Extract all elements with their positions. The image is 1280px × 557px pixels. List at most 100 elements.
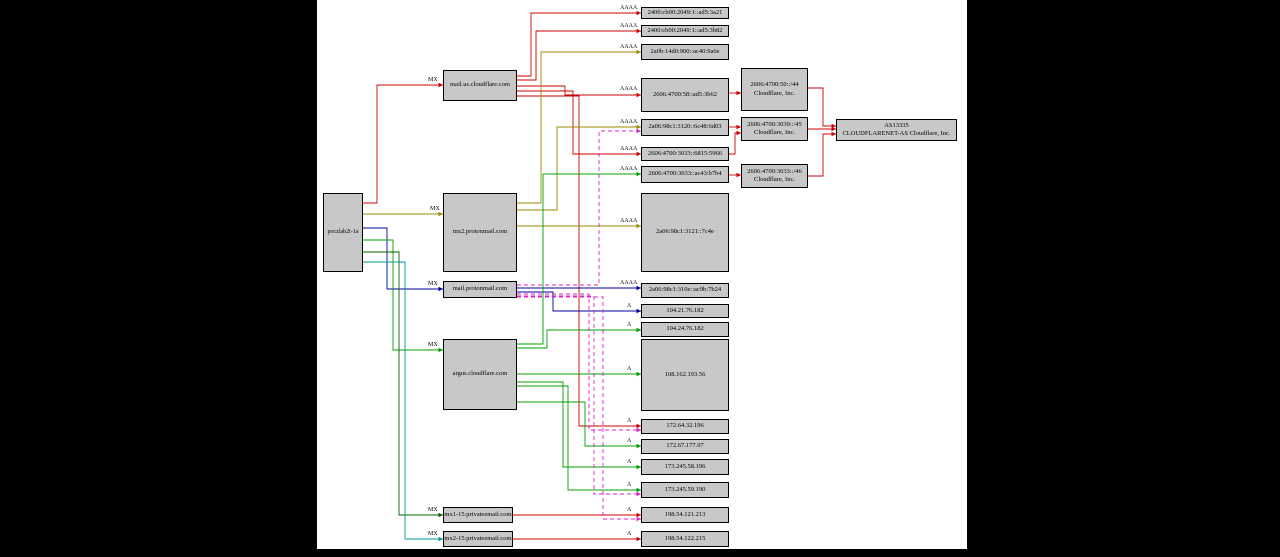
prefix-node-2: 2606:4700:3030::/45 Cloudflare, Inc. [741,117,808,141]
host-node-1: mail.us.cloudflare.com [443,70,517,101]
ip-node-1: 2400:cb00:2049:1::ad5:3a21 [641,7,729,19]
asn-label: AS13335 [884,121,909,129]
prefix-label: 2606:4700:3033::/46 [747,167,802,175]
ip-node-17: 198.54.121.213 [641,507,729,523]
edge-label-a: A [627,366,632,372]
host-node-6: mx2-15.privateemail.com [443,531,513,547]
edge-label-a: A [627,303,632,309]
edge-host4-ip11 [517,327,641,349]
edge-label-a: A [627,531,632,537]
edge-dashed-ip13 [517,293,641,433]
ip-label: 2606:4700:3033::ac43:b7b4 [648,170,722,178]
ip-node-10: 104.21.76.182 [641,304,729,318]
prefix-node-1: 2606:4700:50::/44 Cloudflare, Inc. [741,68,808,111]
edge-mx-host1 [363,82,443,204]
source-label: poczlab2t-1a [327,228,359,235]
host-node-4: argus.cloudflare.com [443,339,517,410]
ip-node-16: 173.245.59.190 [641,482,729,498]
edge-mx-host3 [363,227,443,292]
host-label: argus.cloudflare.com [452,370,508,378]
ip-label: 173.245.58.196 [664,462,706,470]
ip-label: 2a0b:14d0:900::ac40:9a6e [650,47,720,55]
edge-label-a: A [627,438,632,444]
host-label: mx2-15.privateemail.com [444,534,512,542]
ip-label: 2606:4700:3033::6815:5966 [647,149,723,157]
edge-dashed-ip17 [517,296,641,522]
ip-node-9: 2a06:98c1:310e::ac9b:7b24 [641,283,729,298]
edge-label-aaaa: AAAA [620,119,638,125]
ip-node-12: 108.162.193.56 [641,339,729,411]
ip-label: 172.67.177.97 [666,442,704,450]
edge-label-mx: MX [428,281,438,287]
edge-label-aaaa: AAAA [620,166,638,172]
host-label: mail.protonmail.com [452,285,508,293]
edge-host4-ip14 [517,401,641,449]
ip-label: 198.54.121.213 [664,510,706,518]
edge-label-mx: MX [428,342,438,348]
prefix-label: 2606:4700:3030::/45 [747,120,802,128]
prefix-org: Cloudflare, Inc. [754,176,795,183]
prefix-label: 2606:4700:50::/44 [750,81,799,89]
edge-prefix1-asn [808,87,836,129]
ip-label: 104.24.76.182 [666,325,704,333]
edge-label-aaaa: AAAA [620,23,638,29]
ip-node-14: 172.67.177.97 [641,439,729,454]
edge-host4-ip7 [517,171,641,345]
edge-label-a: A [627,507,632,513]
ip-label: 198.54.122.215 [664,534,706,542]
edge-dashed-ip16 [517,295,641,497]
asn-node: AS13335 CLOUDFLARENET-AS Cloudflare, Inc… [836,119,957,141]
ip-node-15: 173.245.58.196 [641,459,729,475]
ip-node-18: 198.54.122.215 [641,531,729,547]
host-node-2: mx2.protonmail.com [443,193,517,272]
host-label: mx2.protonmail.com [452,228,508,236]
ip-label: 2400:cb00:2049:1::ad5:3a21 [647,8,723,16]
edge-label-aaaa: AAAA [620,5,638,11]
ip-label: 173.245.59.190 [664,485,706,493]
prefix-org: Cloudflare, Inc. [754,129,795,136]
ip-label: 108.162.193.56 [664,370,706,378]
diagram-canvas: poczlab2t-1a mail.us.cloudflare.com mx2.… [317,0,967,549]
host-label: mx1-15.privateemail.com [444,510,512,518]
edge-label-mx: MX [428,507,438,513]
edge-label-aaaa: AAAA [620,280,638,286]
edge-host3-ip10 [517,291,641,314]
ip-node-11: 104.24.76.182 [641,322,729,337]
ip-label: 2a06:98c1:3120::6c48:6d03 [648,123,722,131]
edge-host1-ip2 [517,28,641,81]
edge-label-aaaa: AAAA [620,44,638,50]
edge-label-mx: MX [428,77,438,83]
host-node-5: mx1-15.privateemail.com [443,507,513,523]
prefix-node-3: 2606:4700:3033::/46 Cloudflare, Inc. [741,164,808,188]
edge-mx-host4 [363,239,443,353]
source-node: poczlab2t-1a [323,193,363,272]
edge-label-a: A [627,459,632,465]
edge-label-a: A [627,418,632,424]
ip-node-13: 172.64.32.196 [641,419,729,434]
edge-ip6-prefix2 [729,130,741,155]
host-label: mail.us.cloudflare.com [450,81,510,89]
edge-mx-host5 [363,251,443,518]
ip-node-8: 2a06:98c1:3121::7c4e [641,193,729,272]
edge-mx-host6 [363,261,443,542]
edge-host2-ip3 [517,49,641,204]
ip-node-3: 2a0b:14d0:900::ac40:9a6e [641,44,729,60]
prefix-org: Cloudflare, Inc. [754,89,795,97]
ip-label: 104.21.76.182 [666,306,704,314]
ip-label: 2606:4700:58::ad5:3b62 [653,90,717,98]
edge-host4-ip16 [517,385,641,493]
edge-dashed-ip5 [517,128,641,286]
edge-label-mx: MX [428,531,438,537]
ip-label: 2a06:98c1:310e::ac9b:7b24 [648,286,722,294]
edge-host4-ip15 [517,381,641,470]
edge-label-a: A [627,322,632,328]
edge-label-aaaa: AAAA [620,146,638,152]
ip-node-5: 2a06:98c1:3120::6c48:6d03 [641,119,729,136]
asn-org: CLOUDFLARENET-AS Cloudflare, Inc. [842,130,951,137]
ip-node-2: 2400:cb00:2049:1::ad5:3b82 [641,25,729,37]
edge-label-mx: MX [430,206,440,212]
ip-node-7: 2606:4700:3033::ac43:b7b4 [641,166,729,183]
ip-label: 172.64.32.196 [666,422,704,430]
edge-label-aaaa: AAAA [620,218,638,224]
